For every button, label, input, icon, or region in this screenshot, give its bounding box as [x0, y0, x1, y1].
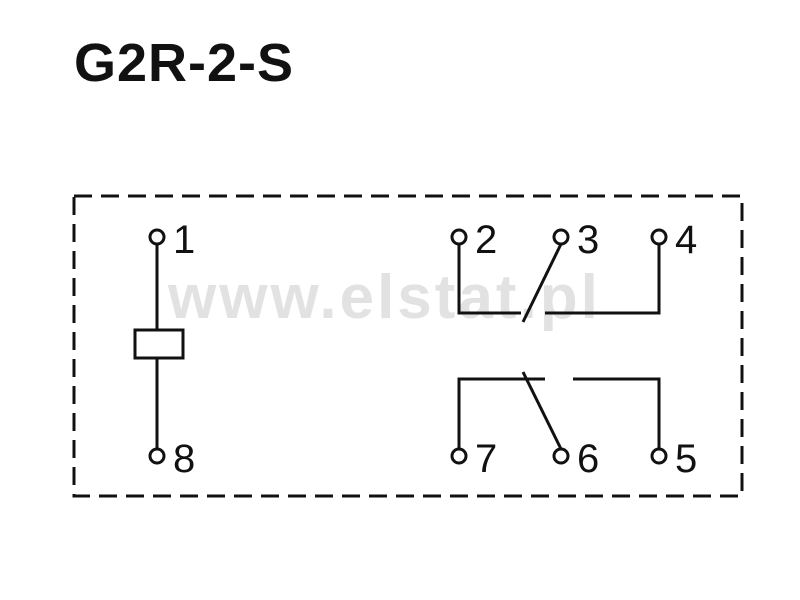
switch-upper [457, 242, 661, 323]
pin-4-terminal [650, 228, 668, 246]
pin-1-label: 1 [173, 218, 195, 262]
pin-4-label: 4 [675, 218, 697, 262]
contact-nc-lower [457, 377, 545, 448]
pin-6-label: 6 [577, 437, 599, 481]
pin-8-terminal [148, 447, 166, 465]
pin-5-terminal [650, 447, 668, 465]
pin-2-terminal [450, 228, 468, 246]
switch-lower [457, 371, 661, 450]
coil-body [133, 328, 185, 360]
contact-no-lower [573, 377, 661, 448]
pin-3-terminal [552, 228, 570, 246]
pin-7-label: 7 [475, 437, 497, 481]
contact-blade-upper [521, 243, 563, 323]
pin-3-label: 3 [577, 218, 599, 262]
pin-6-terminal [552, 447, 570, 465]
pin-8-label: 8 [173, 437, 195, 481]
diagram-title: G2R-2-S [74, 33, 295, 93]
pin-2-label: 2 [475, 218, 497, 262]
contact-nc-upper [457, 242, 521, 315]
contact-no-upper [545, 242, 661, 315]
pin-7-terminal [450, 447, 468, 465]
package-outline [72, 194, 744, 498]
watermark: www.elstat.pl [167, 263, 601, 332]
pin-5-label: 5 [675, 437, 697, 481]
pin-1-terminal [148, 228, 166, 246]
coil [133, 244, 185, 449]
contact-blade-lower [521, 371, 563, 450]
